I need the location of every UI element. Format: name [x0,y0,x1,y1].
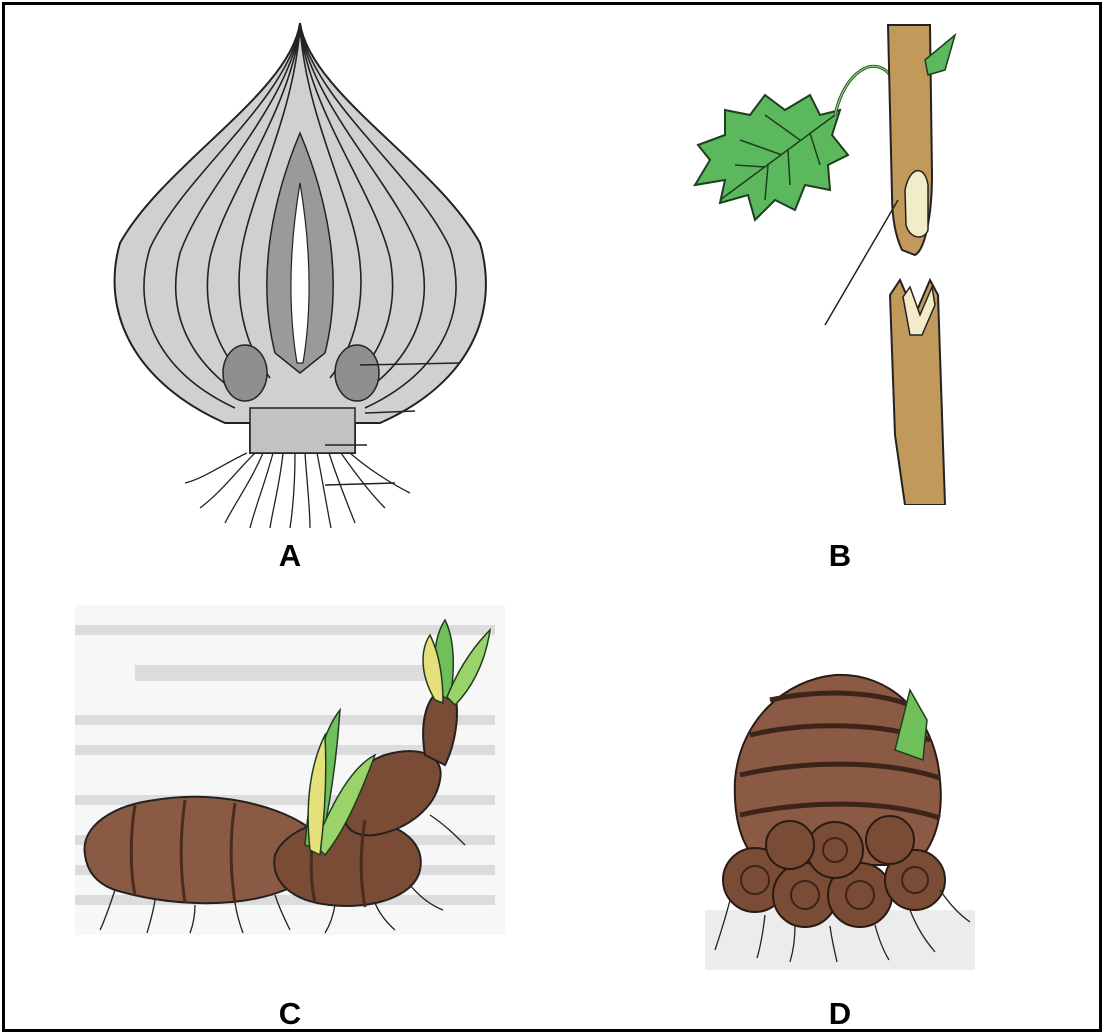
bulb-illustration [105,13,495,533]
rhizome-illustration [75,605,505,935]
panel-a-label: A [260,540,320,571]
panel-c-rhizome [75,605,505,935]
panel-d-corm [695,660,985,970]
panel-c-label: C [260,998,320,1029]
panel-d-label: D [810,998,870,1029]
corm-illustration [695,660,985,970]
panel-a-bulb [105,13,495,533]
graft-illustration [670,15,980,505]
panel-b-graft [670,15,980,505]
panel-b-label: B [810,540,870,571]
